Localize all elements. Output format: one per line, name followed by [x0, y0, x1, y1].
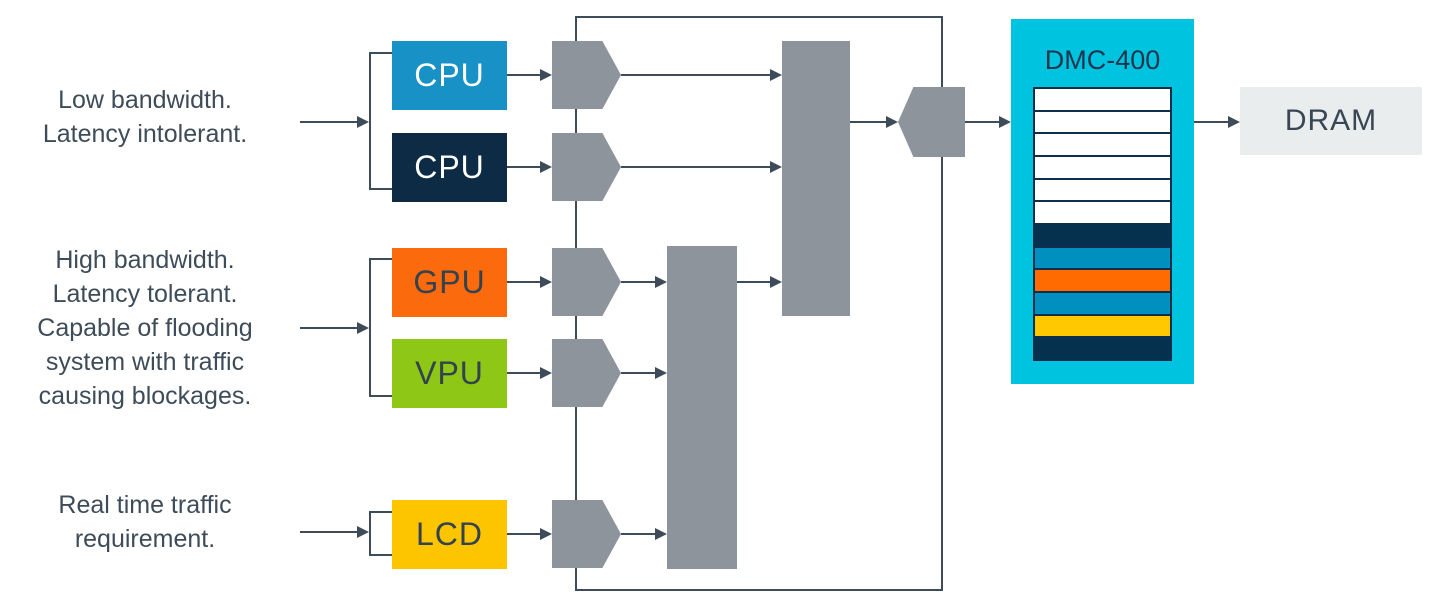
annotation-low-bandwidth: Low bandwidth. Latency intolerant.: [0, 83, 290, 151]
flow-arrow: [300, 322, 369, 334]
flow-arrow: [507, 276, 552, 288]
queue-slot-blue: [1035, 293, 1170, 316]
gpu-vpu-group-bracket: [369, 258, 392, 397]
annotation-real-time: Real time traffic requirement.: [0, 488, 290, 556]
queue-slot-yellow: [1035, 315, 1170, 339]
flow-arrow: [621, 276, 667, 288]
transaction-queue: [1033, 87, 1172, 361]
flow-arrow: [507, 367, 552, 379]
flow-arrow: [300, 116, 369, 128]
queue-slot-white: [1035, 89, 1170, 112]
flow-arrow: [300, 526, 369, 538]
queue-slot-white: [1035, 157, 1170, 180]
flow-arrow: [850, 116, 898, 128]
lcd-group-bracket: [369, 511, 392, 556]
annotation-line: Real time traffic: [58, 491, 232, 519]
annotation-line: High bandwidth.: [55, 246, 235, 274]
annotation-line: Latency intolerant.: [42, 120, 248, 148]
flow-arrow: [621, 367, 667, 379]
output-port-pentagon: [898, 87, 965, 157]
annotation-line: Latency tolerant.: [52, 280, 238, 308]
annotation-line: requirement.: [74, 525, 216, 553]
queue-slot-white: [1035, 179, 1170, 203]
flow-arrow: [965, 116, 1011, 128]
flow-arrow: [737, 276, 782, 288]
flow-arrow: [507, 161, 552, 173]
queue-slot-navy: [1035, 225, 1170, 248]
cpu-block-2: CPU: [392, 133, 507, 202]
lcd-block: LCD: [392, 500, 507, 569]
flow-arrow: [621, 161, 782, 173]
queue-slot-orange: [1035, 270, 1170, 294]
flow-arrow: [621, 69, 782, 81]
interconnect-boundary: [575, 16, 943, 591]
cpu-group-bracket: [369, 52, 392, 190]
dmc-400-title: DMC-400: [1044, 45, 1161, 75]
queue-slot-blue: [1035, 247, 1170, 271]
annotation-high-bandwidth: High bandwidth. Latency tolerant. Capabl…: [0, 243, 290, 413]
cpu-block-1: CPU: [392, 41, 507, 110]
vpu-block: VPU: [392, 339, 507, 408]
main-arbiter-rect: [782, 41, 850, 316]
gpu-block: GPU: [392, 248, 507, 317]
annotation-line: Capable of flooding: [37, 314, 253, 342]
secondary-arbiter-rect: [667, 246, 737, 569]
annotation-line: Low bandwidth.: [58, 86, 232, 114]
queue-slot-white: [1035, 202, 1170, 226]
flow-arrow: [507, 69, 552, 81]
queue-slot-navy: [1035, 338, 1170, 360]
annotation-line: system with traffic: [45, 348, 245, 376]
flow-arrow: [1194, 116, 1240, 128]
queue-slot-white: [1035, 134, 1170, 158]
annotation-line: causing blockages.: [38, 382, 252, 410]
flow-arrow: [507, 528, 552, 540]
queue-slot-white: [1035, 111, 1170, 135]
dram-block: DRAM: [1240, 87, 1422, 155]
flow-arrow: [621, 528, 667, 540]
dmc-400-block: DMC-400: [1011, 19, 1194, 384]
